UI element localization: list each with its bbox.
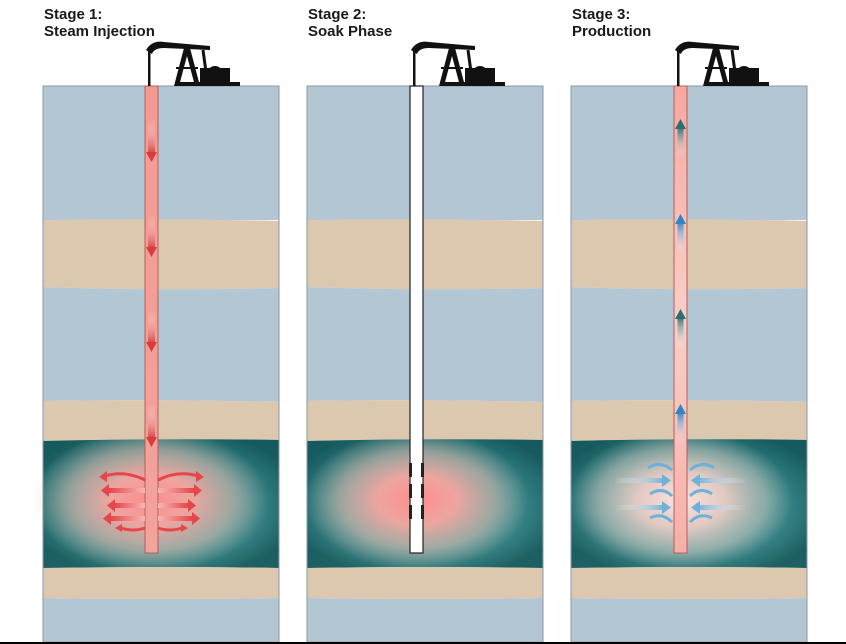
pump-jack-icon <box>146 41 240 86</box>
down-arrow-icon <box>146 310 157 352</box>
pump-jack-icon <box>411 41 505 86</box>
stage-3-title: Stage 3: Production <box>572 6 651 40</box>
soak-well-pipe <box>409 85 424 554</box>
sand-layer <box>43 219 279 290</box>
water-layer <box>571 287 807 402</box>
stage-3-number: Stage 3: <box>572 6 631 23</box>
water-layer <box>307 598 543 642</box>
sand-layer <box>307 219 543 290</box>
stage-3-column <box>569 41 808 642</box>
stage-2-name: Soak Phase <box>308 23 393 40</box>
down-arrow-icon <box>146 120 157 162</box>
stage-2-number: Stage 2: <box>308 6 367 23</box>
sand-layer <box>307 400 543 441</box>
inflow-arrows <box>614 463 748 524</box>
outflow-arrows <box>99 471 204 532</box>
sand-layer <box>571 400 807 441</box>
stage-1-title: Stage 1: Steam Injection <box>44 6 155 40</box>
sand-layer <box>571 219 807 290</box>
stage-3-name: Production <box>572 23 652 40</box>
up-arrow-icon <box>675 214 686 254</box>
water-layer <box>307 86 543 220</box>
water-layer <box>571 86 807 220</box>
water-layer <box>43 287 279 402</box>
sand-layer <box>307 567 543 599</box>
stage-2-column <box>305 41 544 642</box>
up-arrow-icon <box>675 404 686 444</box>
stage-1-number: Stage 1: <box>44 6 103 23</box>
water-layer <box>43 598 279 642</box>
stage-1-column <box>33 41 280 642</box>
up-arrow-icon <box>675 309 686 349</box>
down-arrow-icon <box>146 215 157 257</box>
sand-layer <box>571 567 807 599</box>
stage-2-title: Stage 2: Soak Phase <box>308 6 392 40</box>
water-layer <box>571 598 807 642</box>
pump-jack-icon <box>675 41 769 86</box>
perforation-marks <box>409 463 424 519</box>
stage-1-name: Steam Injection <box>44 23 155 40</box>
sand-layer <box>43 567 279 599</box>
up-arrow-icon <box>675 119 686 159</box>
down-arrow-icon <box>146 405 157 447</box>
water-layer <box>307 287 543 402</box>
water-layer <box>43 86 279 220</box>
sand-layer <box>43 400 279 441</box>
